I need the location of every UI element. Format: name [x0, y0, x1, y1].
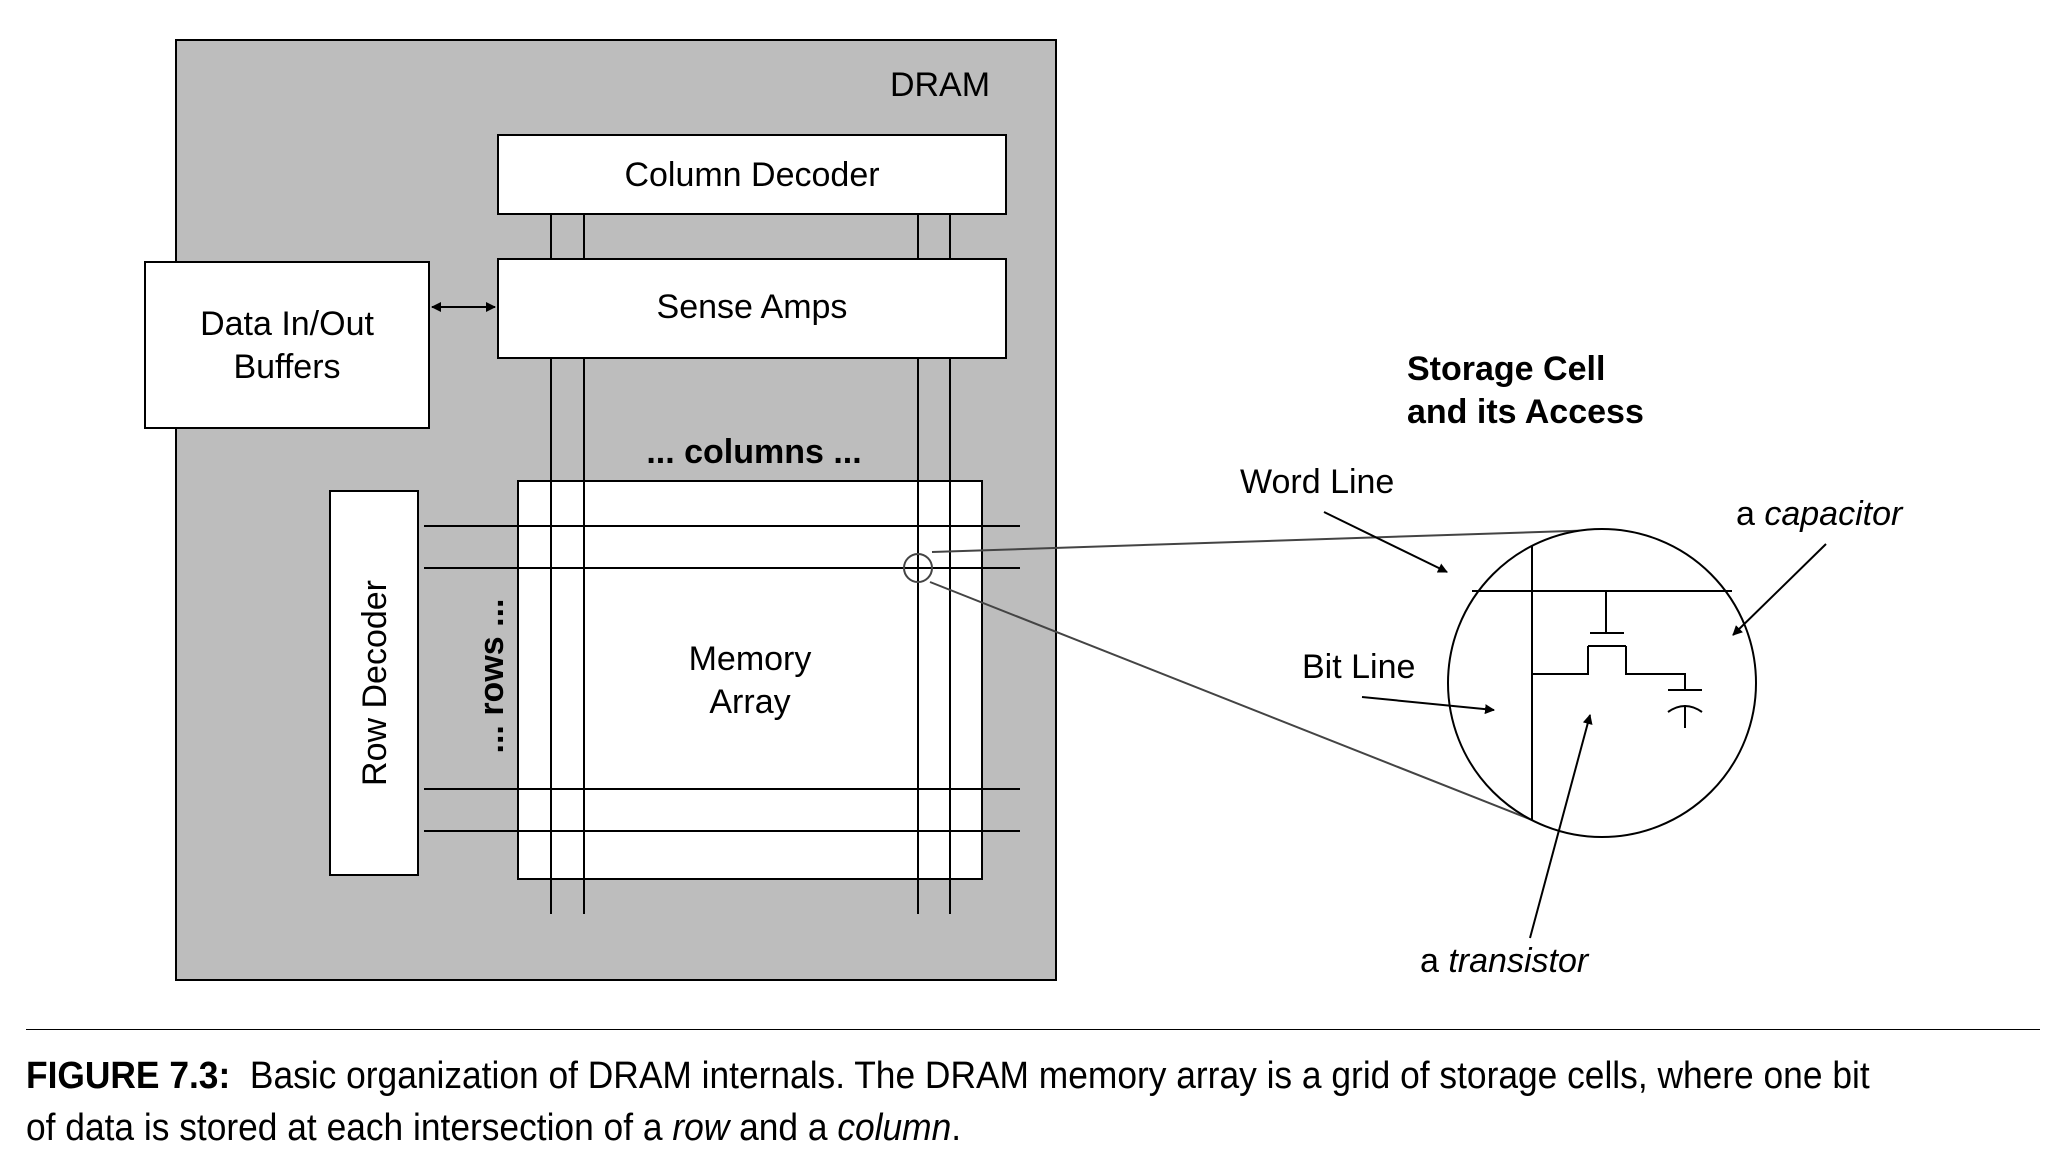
caption-text-part3: .: [951, 1107, 962, 1149]
transistor-symbol: [1532, 591, 1686, 690]
row-decoder-label: Row Decoder: [356, 580, 394, 786]
memory-array-label-line1: Memory: [689, 640, 812, 678]
bit-lines: [550, 481, 951, 879]
columns-label: ... columns ...: [646, 433, 861, 471]
column-decoder-label: Column Decoder: [624, 156, 879, 194]
magnifier-line-bottom: [929, 581, 1533, 821]
storage-cell-circle: [1447, 528, 1757, 838]
transistor-label: a transistor: [1420, 942, 1590, 980]
caption-row-word: row: [672, 1107, 730, 1149]
row-decoder-box: [329, 490, 419, 876]
memory-array-label-line2: Array: [709, 683, 790, 721]
capacitor-label: a capacitor: [1736, 495, 1904, 533]
transistor-word: transistor: [1448, 942, 1589, 980]
caption-text-part2: and a: [729, 1107, 838, 1149]
sense-amps-box: [497, 258, 1007, 359]
bit-line-label: Bit Line: [1302, 648, 1415, 686]
rows-label: ... rows ...: [473, 599, 511, 754]
storage-cell-title-line1: Storage Cell: [1407, 350, 1605, 388]
column-decoder-box: [497, 134, 1007, 215]
caption-column-word: column: [837, 1107, 952, 1149]
magnifier-line-top: [931, 529, 1601, 553]
capacitor-arrow: [1732, 543, 1827, 636]
storage-cell-title-line2: and its Access: [1407, 393, 1644, 431]
capacitor-word: capacitor: [1764, 495, 1904, 533]
caption-label: FIGURE 7.3:: [26, 1055, 231, 1097]
bit-line-arrow: [1361, 696, 1495, 715]
figure-caption: FIGURE 7.3: Basic organization of DRAM i…: [26, 1050, 1895, 1154]
dram-label: DRAM: [890, 66, 990, 104]
capacitor-prefix: a: [1736, 495, 1764, 533]
transistor-arrow: [1529, 714, 1593, 939]
capacitor-symbol: [1667, 689, 1703, 728]
sense-amps-label: Sense Amps: [657, 288, 848, 326]
data-buffers-label-line2: Buffers: [233, 348, 340, 386]
data-buffers-label-line1: Data In/Out: [200, 305, 374, 343]
word-line-label: Word Line: [1240, 463, 1394, 501]
word-line-arrow: [1323, 511, 1448, 573]
cell-highlight-circle: [903, 553, 933, 583]
transistor-prefix: a: [1420, 942, 1448, 980]
memory-array-box: [517, 480, 983, 880]
word-lines: [424, 525, 1020, 832]
dram-figure: DRAM Column Decoder Sense Amps Data In/O…: [26, 39, 2040, 1030]
data-buffers-box: [144, 261, 430, 429]
caption-text-part1: Basic organization of DRAM internals. Th…: [26, 1055, 1870, 1149]
